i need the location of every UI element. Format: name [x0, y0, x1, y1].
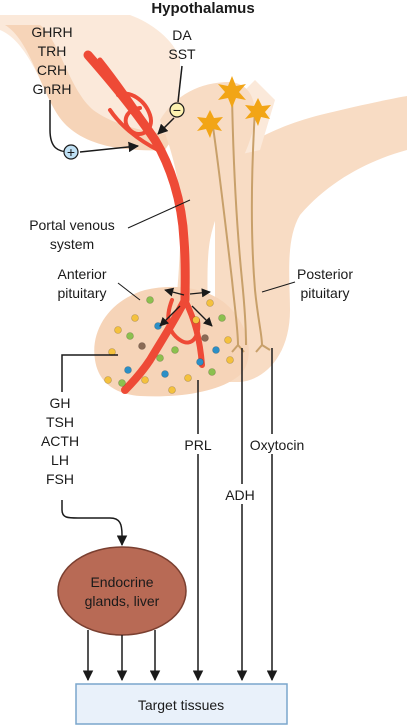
diagram-title: Hypothalamus	[151, 0, 254, 17]
secretory-cell	[138, 342, 146, 350]
target-label: Target tissues	[138, 697, 224, 713]
hormone-label: DA	[172, 27, 192, 43]
secretory-cell	[146, 296, 154, 304]
hormone-label: TRH	[38, 43, 67, 59]
hormone-label: ACTH	[41, 433, 79, 449]
secretory-cell	[126, 332, 134, 340]
anterior-label-line: pituitary	[57, 285, 106, 301]
secretory-cell	[224, 336, 232, 344]
hormone-label: GH	[50, 395, 71, 411]
anterior-output-arrow	[61, 354, 128, 547]
prl-label: PRL	[184, 437, 211, 453]
target-tissues-box: Target tissues	[75, 683, 288, 725]
secretory-cell	[184, 374, 192, 382]
secretory-cell	[118, 379, 126, 387]
anterior-label: Anterior pituitary	[57, 266, 141, 301]
inhibitory-hormones-labels: DA SST	[168, 27, 196, 62]
portal-label-line: Portal venous	[29, 217, 115, 233]
hypothalamic-neuron-bodies	[197, 76, 271, 138]
hormone-label: SST	[168, 46, 196, 62]
hormone-label: FSH	[46, 471, 74, 487]
endocrine-label-line: Endocrine	[90, 574, 153, 590]
oxytocin-label: Oxytocin	[250, 437, 304, 453]
secretory-cell	[161, 370, 169, 378]
hormone-label: LH	[51, 452, 69, 468]
hormone-label: CRH	[37, 62, 67, 78]
endocrine-label-line: glands, liver	[85, 593, 160, 609]
adh-label: ADH	[225, 487, 255, 503]
secretory-cell	[171, 346, 179, 354]
portal-label-line: system	[50, 236, 94, 252]
secretory-cell	[196, 358, 204, 366]
posterior-label-line: Posterior	[297, 266, 353, 282]
anterior-label-line: Anterior	[57, 266, 106, 282]
inhibitory-arrow	[157, 65, 183, 135]
secretory-cell	[104, 376, 112, 384]
secretory-cell	[114, 326, 122, 334]
secretory-cell	[131, 314, 139, 322]
secretory-cell	[212, 346, 220, 354]
secretory-cell	[201, 334, 209, 342]
posterior-label-line: pituitary	[300, 285, 349, 301]
secretory-cell	[192, 316, 200, 324]
secretory-cell	[156, 354, 164, 362]
minus-sign: −	[173, 102, 181, 118]
secretory-cell	[218, 314, 226, 322]
secretory-cell	[226, 356, 234, 364]
stimulatory-sign-icon: +	[63, 144, 79, 160]
posterior-label: Posterior pituitary	[261, 266, 353, 301]
portal-label: Portal venous system	[29, 199, 191, 252]
neuron-axons	[211, 94, 271, 353]
hormone-label: TSH	[46, 414, 74, 430]
anterior-hormones-labels: GH TSH ACTH LH FSH	[41, 395, 79, 487]
portal-vessel	[83, 50, 205, 394]
releasing-hormones-labels: GHRH TRH CRH GnRH	[31, 24, 72, 97]
secretory-cell	[206, 299, 214, 307]
secretory-cell	[168, 386, 176, 394]
plus-sign: +	[67, 144, 75, 160]
secretory-cell	[124, 366, 132, 374]
secretory-cell	[208, 368, 216, 376]
release-arrows	[159, 287, 213, 327]
direct-hormone-labels: PRL ADH Oxytocin	[178, 434, 310, 504]
hormone-label: GHRH	[31, 24, 72, 40]
secretory-cell	[141, 376, 149, 384]
endocrine-glands-node: Endocrine glands, liver	[57, 546, 187, 636]
inhibitory-sign-icon: −	[169, 102, 185, 118]
target-arrows	[82, 348, 278, 682]
hormone-label: GnRH	[33, 81, 72, 97]
